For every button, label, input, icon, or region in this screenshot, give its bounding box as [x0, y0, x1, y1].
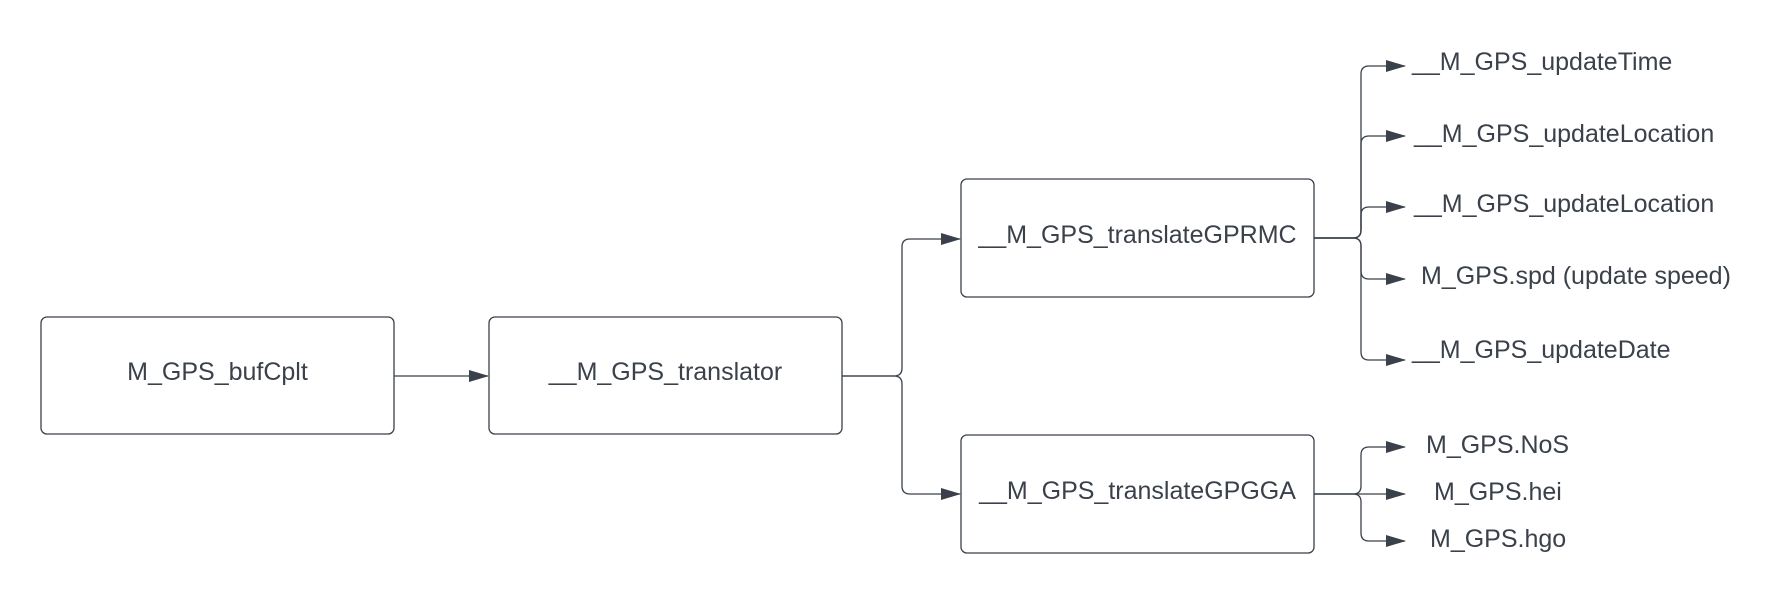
leaf-update-location-1: __M_GPS_updateLocation — [1413, 120, 1714, 148]
leaf-nos: M_GPS.NoS — [1426, 431, 1569, 459]
leaf-update-time: __M_GPS_updateTime — [1411, 48, 1672, 76]
edge-translator-to-gprmc — [842, 233, 961, 377]
edge-gprmc-to-leaf-1 — [1314, 60, 1406, 239]
edge-gprmc-to-leaf-5 — [1314, 237, 1406, 366]
leaf-hgo: M_GPS.hgo — [1430, 525, 1566, 553]
edge-gpgga-to-leaf-3 — [1314, 493, 1406, 547]
edge-gprmc-to-leaf-2 — [1314, 130, 1406, 239]
leaf-update-date: __M_GPS_updateDate — [1411, 336, 1671, 364]
edge-translator-to-gpgga — [842, 375, 961, 500]
node-translator[interactable]: __M_GPS_translator — [488, 316, 843, 435]
node-gprmc[interactable]: __M_GPS_translateGPRMC — [960, 178, 1315, 298]
leaf-update-location-2: __M_GPS_updateLocation — [1413, 190, 1714, 218]
edge-gprmc-to-leaf-3 — [1314, 201, 1406, 239]
node-gpgga[interactable]: __M_GPS_translateGPGGA — [960, 434, 1315, 554]
leaf-hei: M_GPS.hei — [1434, 478, 1562, 506]
gpgga-fanout — [1314, 441, 1406, 547]
node-bufcplt[interactable]: M_GPS_bufCplt — [40, 316, 395, 435]
gprmc-fanout — [1314, 60, 1406, 366]
node-gprmc-label: __M_GPS_translateGPRMC — [977, 221, 1296, 249]
node-gpgga-label: __M_GPS_translateGPGGA — [978, 477, 1296, 505]
leaf-update-speed: M_GPS.spd (update speed) — [1421, 262, 1731, 290]
node-translator-label: __M_GPS_translator — [548, 358, 782, 386]
edge-gprmc-to-leaf-4 — [1314, 237, 1406, 285]
edge-gpgga-to-leaf-1 — [1314, 441, 1406, 495]
node-bufcplt-label: M_GPS_bufCplt — [127, 358, 308, 386]
